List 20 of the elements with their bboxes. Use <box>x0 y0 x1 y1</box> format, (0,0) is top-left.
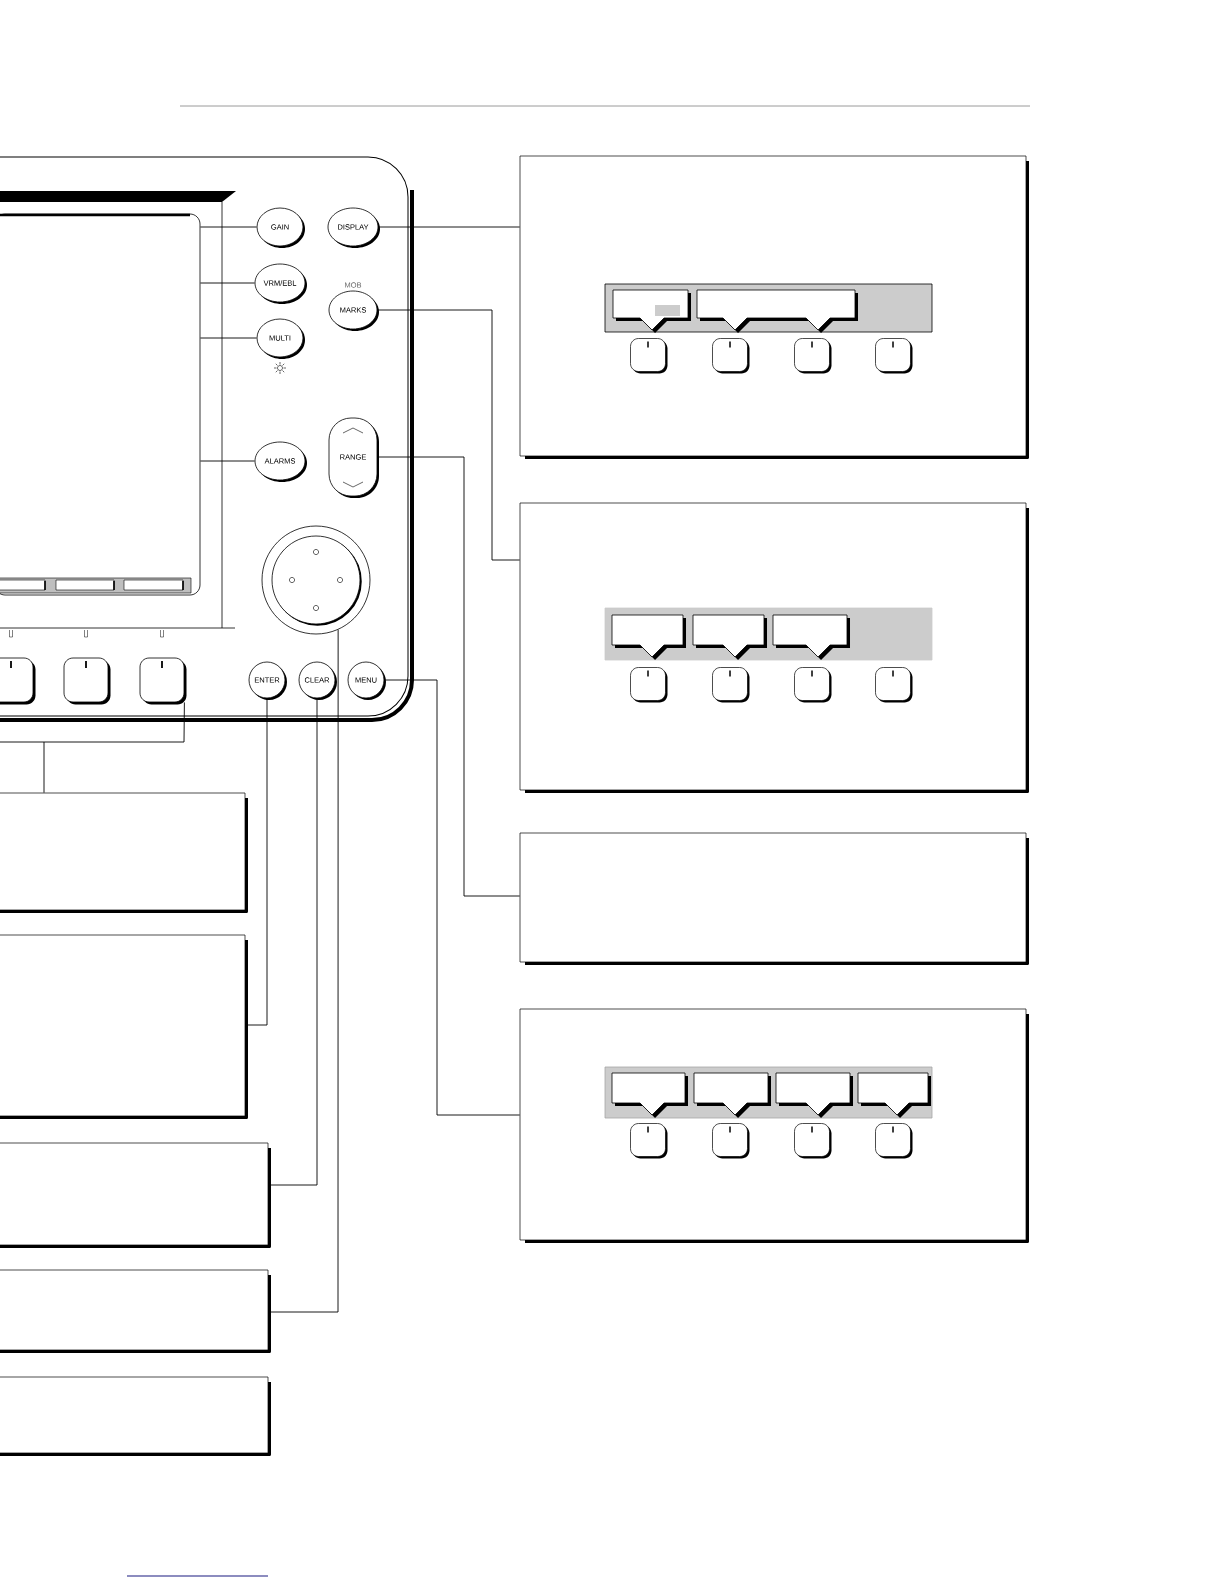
leader-line <box>0 701 185 794</box>
leader-line <box>199 282 256 284</box>
leader-line <box>376 309 521 561</box>
callout-box <box>0 934 248 1119</box>
leader-line <box>199 460 256 462</box>
soft-key <box>63 657 111 705</box>
soft-key <box>139 657 187 705</box>
callout-box <box>0 1269 271 1353</box>
callout-box <box>0 1376 271 1456</box>
leader-line <box>383 679 521 1116</box>
callout-box <box>0 792 248 913</box>
leader-line <box>199 337 258 339</box>
leader-line <box>377 226 521 228</box>
display-screen <box>0 213 201 596</box>
soft-key <box>0 657 36 705</box>
callout-box <box>519 832 1029 965</box>
callout-box <box>0 1142 271 1248</box>
joystick <box>261 525 371 635</box>
leader-line <box>199 226 258 228</box>
leader-line <box>376 456 521 897</box>
